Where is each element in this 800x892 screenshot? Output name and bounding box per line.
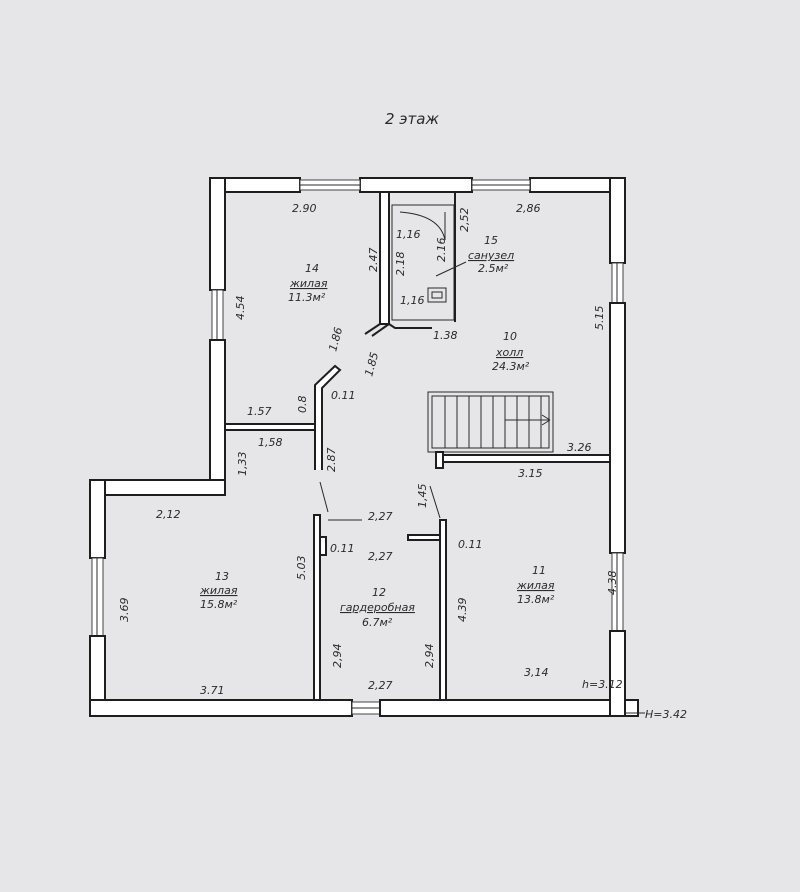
room-labels: 14 жилая 11.3м² 15 санузел 2.5м² 10 холл… — [199, 234, 555, 629]
dim-label: 4.39 — [456, 598, 469, 623]
dim-label: 2.87 — [325, 448, 338, 473]
dim-label: 3.15 — [518, 467, 543, 480]
dim-label: 2.18 — [394, 252, 407, 277]
room-15-number: 15 — [484, 234, 498, 247]
ceiling-height-outer: H=3.42 — [645, 708, 687, 721]
dim-label: 0.11 — [330, 542, 355, 555]
dim-label: 1,58 — [258, 436, 283, 449]
dim-label: 0.11 — [331, 389, 356, 402]
dim-label: 5.03 — [295, 556, 308, 581]
dim-label: 2,27 — [368, 550, 393, 563]
dim-label: 2,94 — [331, 644, 344, 669]
room-10-number: 10 — [503, 330, 517, 343]
room-14-name: жилая — [289, 277, 328, 290]
room-14-area: 11.3м² — [288, 291, 326, 304]
room-12-number: 12 — [372, 586, 386, 599]
dim-label: 1.86 — [326, 326, 345, 353]
dim-label: 1,16 — [396, 228, 421, 241]
room-10-name: холл — [495, 346, 523, 359]
dim-label: 1.85 — [362, 351, 381, 378]
room-13-name: жилая — [199, 584, 238, 597]
dim-label: 5.15 — [593, 306, 606, 331]
dim-label: 1,33 — [236, 452, 249, 477]
dim-label: 2.16 — [435, 238, 448, 263]
dim-label: 1,45 — [416, 484, 429, 509]
dim-label: 2,27 — [368, 679, 393, 692]
room-11-area: 13.8м² — [517, 593, 555, 606]
room-12-name: гардеробная — [340, 601, 415, 614]
floor-title: 2 этаж — [385, 110, 439, 128]
room-13-area: 15.8м² — [200, 598, 238, 611]
room-11-name: жилая — [516, 579, 555, 592]
dim-label: 3.26 — [567, 441, 592, 454]
room-12-area: 6.7м² — [362, 616, 393, 629]
room-15-name: санузел — [468, 249, 514, 262]
dim-label: 4.54 — [234, 296, 247, 321]
room-10-area: 24.3м² — [492, 360, 530, 373]
room-11-number: 11 — [532, 564, 546, 577]
dim-label: 1.57 — [247, 405, 272, 418]
dim-label: 3.69 — [118, 598, 131, 623]
room-15-area: 2.5м² — [478, 262, 509, 275]
interior-walls — [224, 191, 611, 701]
dim-label: 2,12 — [156, 508, 181, 521]
dim-label: 2,27 — [368, 510, 393, 523]
room-13-number: 13 — [215, 570, 229, 583]
dim-label: 0.8 — [296, 396, 309, 414]
dim-label: 2.47 — [367, 248, 380, 273]
exterior-walls — [89, 177, 639, 717]
dim-label: 2,86 — [516, 202, 541, 215]
dim-label: 1.38 — [433, 329, 458, 342]
dim-label: 2,94 — [423, 644, 436, 669]
dim-label: 0.11 — [458, 538, 483, 551]
room-14-number: 14 — [305, 262, 319, 275]
dim-label: 3.71 — [200, 684, 225, 697]
dim-label: 2.90 — [292, 202, 317, 215]
ceiling-height-inner: h=3.12 — [582, 678, 623, 691]
dimension-labels: 2.90 2.47 1,16 2.18 2.16 1,16 2,52 2,86 … — [118, 202, 619, 697]
dim-label: 1,16 — [400, 294, 425, 307]
dim-label: 4.38 — [606, 571, 619, 596]
dim-label: 3,14 — [524, 666, 549, 679]
dim-label: 2,52 — [458, 208, 471, 233]
